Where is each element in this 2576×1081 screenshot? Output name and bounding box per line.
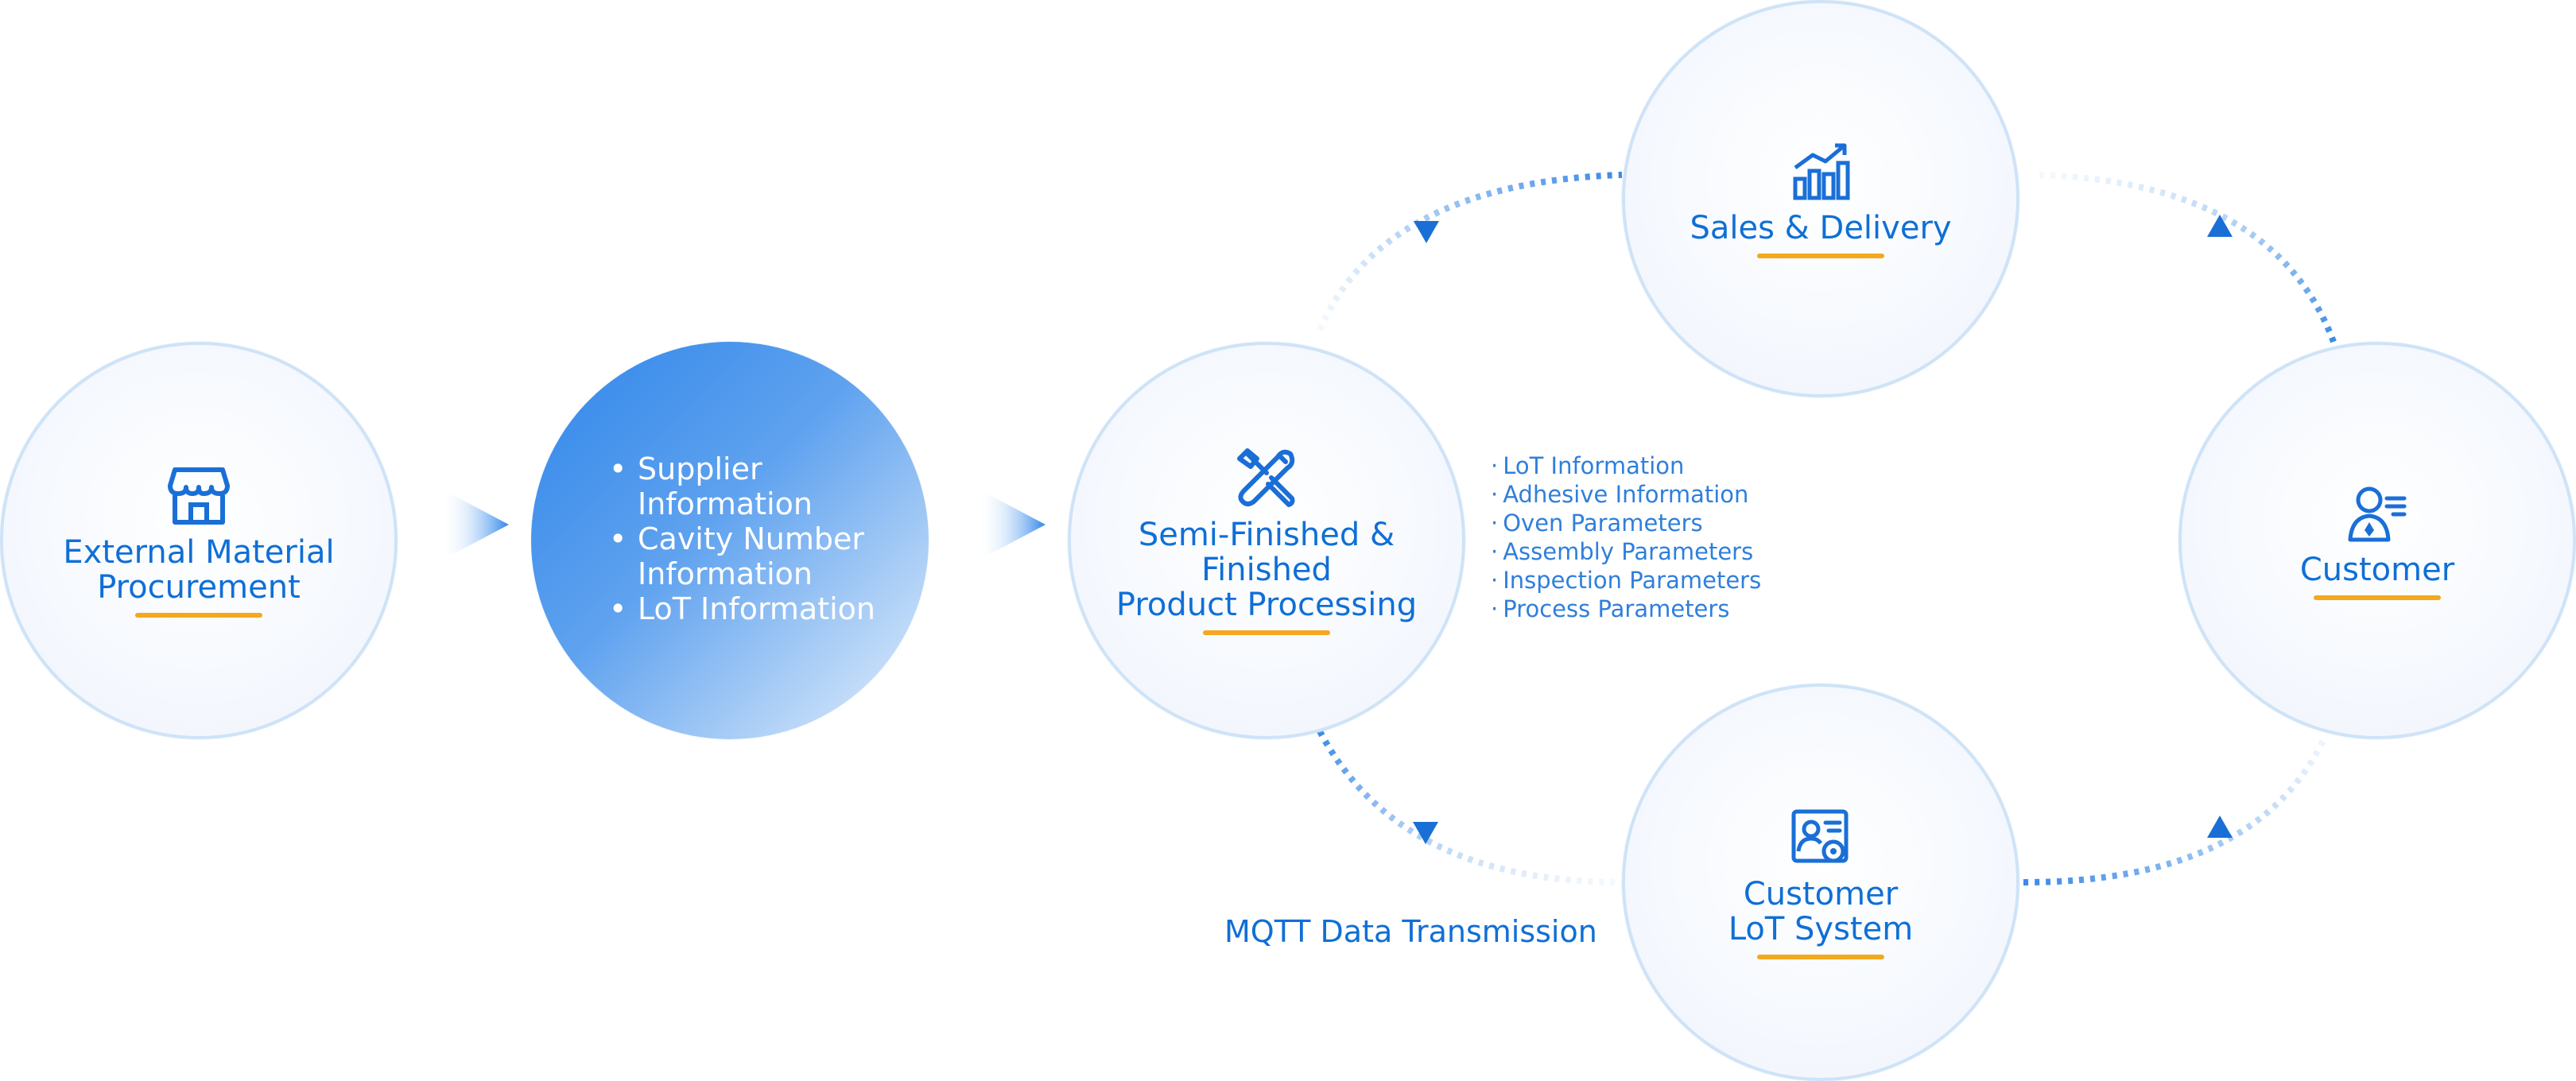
arrowhead-top-left bbox=[1414, 221, 1439, 243]
node-title: Semi-Finished & Finished Product Process… bbox=[1115, 517, 1418, 623]
title-underline bbox=[2314, 595, 2441, 600]
customer-person-icon bbox=[2348, 486, 2407, 542]
list-item: Supplier Information bbox=[604, 451, 875, 521]
list-item: Oven Parameters bbox=[1491, 509, 1761, 537]
arrowhead-top-right bbox=[2207, 215, 2233, 237]
node-title: Customer LoT System bbox=[1728, 876, 1914, 947]
title-underline bbox=[1203, 630, 1330, 635]
flow-chevron-1 bbox=[441, 489, 509, 560]
arc-processing-to-lot bbox=[1317, 730, 1623, 885]
title-underline bbox=[1757, 955, 1884, 959]
node-customer-lot-system: Customer LoT System bbox=[1622, 684, 2019, 1081]
arc-lot-to-customer bbox=[2023, 734, 2329, 885]
mqtt-caption: MQTT Data Transmission bbox=[1224, 914, 1597, 949]
list-item: LoT Information bbox=[604, 591, 875, 626]
title-underline bbox=[1757, 254, 1884, 258]
node-sales-delivery: Sales & Delivery bbox=[1622, 0, 2019, 397]
list-item: Adhesive Information bbox=[1491, 480, 1761, 509]
storefront-icon bbox=[168, 467, 230, 525]
list-item: Cavity Number Information bbox=[604, 521, 875, 591]
user-settings-card-icon bbox=[1791, 809, 1849, 863]
title-underline bbox=[135, 613, 262, 618]
list-item: Assembly Parameters bbox=[1491, 537, 1761, 566]
crossed-tools-icon bbox=[1237, 448, 1295, 507]
bar-chart-growth-icon bbox=[1793, 143, 1850, 200]
arc-sales-to-customer bbox=[2039, 172, 2337, 343]
flow-chevron-2 bbox=[978, 489, 1046, 560]
arc-processing-to-sales bbox=[1317, 172, 1623, 331]
processing-parameters-list: LoT Information Adhesive Information Ove… bbox=[1491, 451, 1761, 623]
node-title: Sales & Delivery bbox=[1690, 210, 1952, 246]
supplier-info-list: Supplier Information Cavity Number Infor… bbox=[604, 451, 875, 626]
list-item: LoT Information bbox=[1491, 451, 1761, 480]
list-item: Inspection Parameters bbox=[1491, 566, 1761, 595]
node-product-processing: Semi-Finished & Finished Product Process… bbox=[1068, 342, 1465, 739]
node-customer: Customer bbox=[2178, 342, 2576, 739]
list-item: Process Parameters bbox=[1491, 595, 1761, 623]
node-title: External Material Procurement bbox=[63, 534, 335, 606]
arrowhead-bottom-left bbox=[1413, 822, 1438, 844]
node-title: Customer bbox=[2299, 552, 2455, 588]
arrowhead-bottom-right bbox=[2207, 816, 2233, 838]
node-external-procurement: External Material Procurement bbox=[0, 342, 398, 739]
